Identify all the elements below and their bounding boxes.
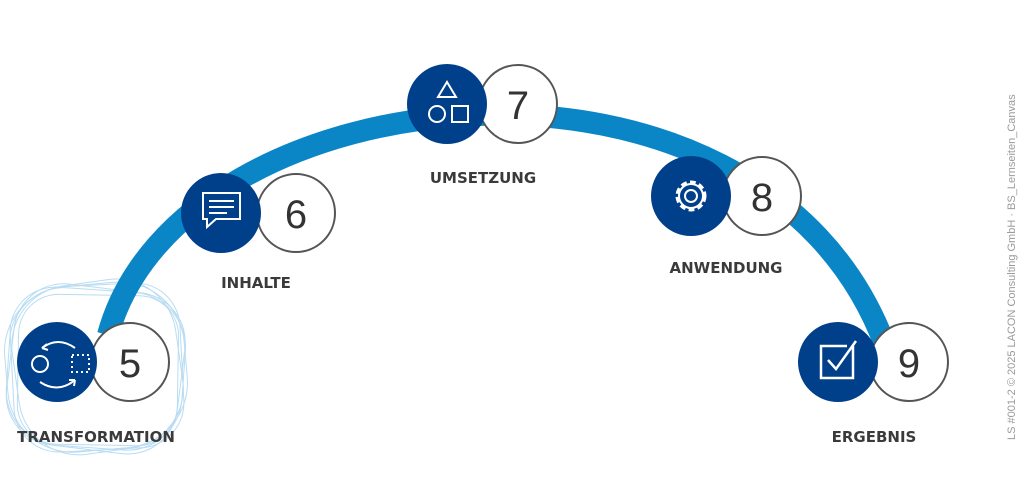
step-label: ERGEBNIS: [832, 428, 917, 446]
step-9[interactable]: 9 ERGEBNIS: [798, 322, 949, 446]
checkbox-icon: [819, 340, 858, 380]
shapes-icon: [428, 80, 469, 123]
step-7[interactable]: 7 UMSETZUNG: [407, 64, 558, 187]
step-label: INHALTE: [221, 274, 291, 292]
gear-icon: [675, 180, 707, 212]
step-6[interactable]: 6 INHALTE: [181, 173, 336, 292]
chat-message-icon: [202, 192, 241, 230]
step-number: 7: [507, 84, 529, 128]
step-number: 5: [119, 342, 141, 386]
step-number: 8: [751, 176, 773, 220]
step-label: ANWENDUNG: [669, 259, 782, 277]
step-5[interactable]: 5 TRANSFORMATION: [17, 322, 175, 446]
footer-copyright: LS #001-2 © 2025 LACON Consulting GmbH ·…: [1006, 94, 1018, 440]
transform-icon: [31, 341, 90, 389]
step-number: 6: [285, 193, 307, 237]
step-label: UMSETZUNG: [430, 169, 536, 187]
step-8[interactable]: 8 ANWENDUNG: [651, 156, 802, 277]
step-label: TRANSFORMATION: [17, 428, 175, 446]
step-number: 9: [898, 342, 920, 386]
